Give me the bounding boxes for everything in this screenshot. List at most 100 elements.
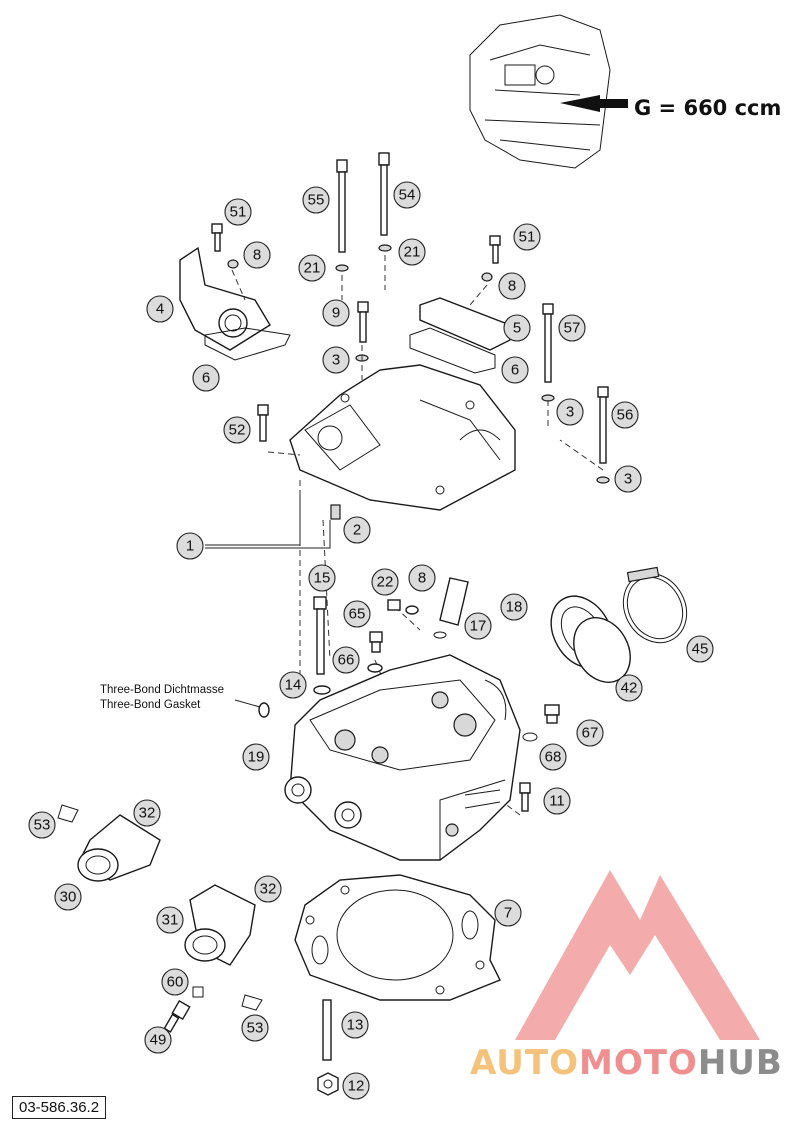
thermostat-cover-4 xyxy=(179,246,271,351)
sealant-droplet xyxy=(258,702,270,718)
exhaust-flange-30 xyxy=(77,814,161,882)
svg-text:6: 6 xyxy=(202,370,210,387)
callout-6-left: 6 xyxy=(192,364,220,392)
svg-text:31: 31 xyxy=(162,912,179,929)
callout-13: 13 xyxy=(341,1011,369,1039)
washer-8-left xyxy=(227,259,239,269)
o-ring-17 xyxy=(433,631,447,639)
svg-text:66: 66 xyxy=(338,652,355,669)
svg-text:13: 13 xyxy=(347,1017,364,1034)
washer-14 xyxy=(313,685,331,695)
dowel-2 xyxy=(330,504,341,520)
alignment-lines xyxy=(231,255,604,816)
callout-15: 15 xyxy=(308,564,336,592)
callout-60: 60 xyxy=(161,968,189,996)
callout-45: 45 xyxy=(686,635,714,663)
callout-55: 55 xyxy=(302,186,330,214)
long-bolt-56 xyxy=(597,386,609,464)
bolt-15 xyxy=(313,596,327,675)
callout-18: 18 xyxy=(500,593,528,621)
callout-3-c: 3 xyxy=(614,465,642,493)
callout-53-upper: 53 xyxy=(28,811,56,839)
svg-text:42: 42 xyxy=(621,680,638,697)
callout-30: 30 xyxy=(54,883,82,911)
svg-text:9: 9 xyxy=(332,305,340,322)
clip-60 xyxy=(192,986,204,998)
exhaust-flange-31 xyxy=(184,884,256,966)
svg-text:3: 3 xyxy=(566,404,574,421)
callout-21-left: 21 xyxy=(298,254,326,282)
variant-arrow xyxy=(560,95,600,112)
clip-53-upper xyxy=(57,804,79,823)
callout-11: 11 xyxy=(543,787,571,815)
bolt-11 xyxy=(519,782,531,812)
svg-text:21: 21 xyxy=(404,244,421,261)
variant-label: G = 660 ccm xyxy=(634,96,782,120)
svg-text:8: 8 xyxy=(418,570,426,587)
watermark-part1: AUTO xyxy=(470,1043,579,1083)
watermark-logo-mark xyxy=(515,870,760,1040)
callout-56: 56 xyxy=(611,401,639,429)
reference-number: 03-586.36.2 xyxy=(12,1096,107,1119)
seal-8-lower xyxy=(405,605,419,615)
head-gasket-7 xyxy=(294,874,501,1001)
svg-text:65: 65 xyxy=(349,606,366,623)
callout-14: 14 xyxy=(279,671,307,699)
svg-text:56: 56 xyxy=(617,407,634,424)
svg-text:67: 67 xyxy=(582,725,599,742)
svg-text:3: 3 xyxy=(624,471,632,488)
plug-67 xyxy=(544,704,560,724)
watermark-part2: MOTO xyxy=(578,1043,698,1083)
gasket-6-left xyxy=(204,327,291,361)
svg-text:14: 14 xyxy=(285,677,302,694)
callout-8-left: 8 xyxy=(243,241,271,269)
svg-text:2: 2 xyxy=(353,522,361,539)
svg-text:52: 52 xyxy=(229,422,246,439)
svg-text:32: 32 xyxy=(139,805,156,822)
engine-inset-sketch xyxy=(469,14,611,169)
callout-49: 49 xyxy=(144,1026,172,1054)
svg-text:49: 49 xyxy=(150,1032,167,1049)
bolt-52 xyxy=(257,404,269,442)
long-bolt-57 xyxy=(542,303,554,383)
camshaft-housing xyxy=(289,364,516,511)
svg-text:8: 8 xyxy=(253,247,261,264)
clip-53-lower xyxy=(241,994,263,1011)
callout-32-upper: 32 xyxy=(133,799,161,827)
sealant-note: Three-Bond Dichtmasse Three-Bond Gasket xyxy=(100,683,224,713)
svg-text:18: 18 xyxy=(506,599,523,616)
svg-text:5: 5 xyxy=(513,320,521,337)
washer-8-right xyxy=(481,272,493,282)
svg-text:51: 51 xyxy=(230,204,247,221)
callout-12: 12 xyxy=(342,1072,370,1100)
svg-text:3: 3 xyxy=(332,352,340,369)
plug-65 xyxy=(369,631,383,653)
callout-21-right: 21 xyxy=(398,238,426,266)
sealant-leader xyxy=(234,699,261,708)
svg-text:1: 1 xyxy=(186,538,194,555)
long-bolt-55 xyxy=(336,159,348,253)
svg-text:51: 51 xyxy=(519,229,536,246)
callout-65: 65 xyxy=(343,600,371,628)
sealant-note-line1: Three-Bond Dichtmasse xyxy=(100,684,224,696)
callout-68: 68 xyxy=(539,743,567,771)
watermark-logo: AUTOMOTOHUB xyxy=(470,1043,783,1083)
seal-66 xyxy=(367,663,383,673)
bolt-51-left xyxy=(211,223,223,252)
svg-text:22: 22 xyxy=(377,574,394,591)
callout-5: 5 xyxy=(503,314,531,342)
callout-1-leaders xyxy=(205,495,331,549)
callout-9: 9 xyxy=(322,299,350,327)
callout-42: 42 xyxy=(615,674,643,702)
svg-text:21: 21 xyxy=(304,260,321,277)
stud-13 xyxy=(322,999,332,1061)
svg-text:6: 6 xyxy=(511,362,519,379)
svg-text:54: 54 xyxy=(399,187,416,204)
bolt-49 xyxy=(163,999,191,1033)
svg-text:4: 4 xyxy=(156,301,164,318)
washer-3-c xyxy=(596,476,610,484)
svg-text:12: 12 xyxy=(348,1078,365,1095)
sealant-note-line2: Three-Bond Gasket xyxy=(100,699,201,711)
variant-arrow-shaft xyxy=(598,99,628,108)
